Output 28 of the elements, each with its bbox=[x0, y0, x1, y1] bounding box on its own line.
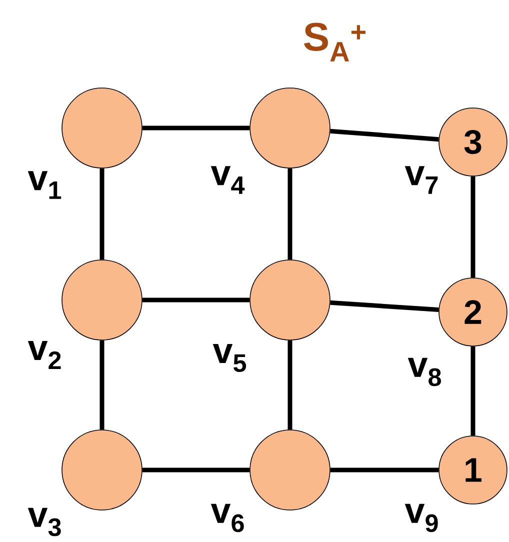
line bbox=[100, 340, 104, 430]
vertex-label: v$_{8}$ bbox=[408, 358, 441, 386]
vertex-label: v$_{6}$ bbox=[210, 504, 244, 532]
line bbox=[142, 126, 250, 130]
line bbox=[470, 346, 476, 436]
vertex-label: v$_{9}$ bbox=[404, 504, 438, 532]
line bbox=[142, 468, 250, 472]
line bbox=[288, 168, 292, 260]
circle bbox=[62, 260, 142, 340]
line bbox=[330, 128, 439, 142]
line bbox=[330, 468, 439, 472]
vertex-label: v$_{3}$ bbox=[28, 508, 61, 536]
circle bbox=[250, 260, 330, 340]
line bbox=[470, 176, 476, 278]
circle bbox=[250, 430, 330, 510]
vertex-label: v$_{7}$ bbox=[404, 166, 438, 194]
vertex-label: v$_{1}$ bbox=[28, 171, 62, 199]
line bbox=[330, 300, 439, 312]
vertex-label: v$_{5}$ bbox=[212, 344, 246, 372]
circle bbox=[62, 88, 142, 168]
line bbox=[142, 298, 250, 302]
circle bbox=[62, 430, 142, 510]
vertex-label: v$_{4}$ bbox=[210, 166, 245, 194]
circle bbox=[250, 88, 330, 168]
line bbox=[288, 340, 292, 430]
line bbox=[100, 168, 104, 260]
title: S$_{A}$+ bbox=[304, 22, 366, 62]
vertex-label: v$_{2}$ bbox=[28, 341, 61, 370]
